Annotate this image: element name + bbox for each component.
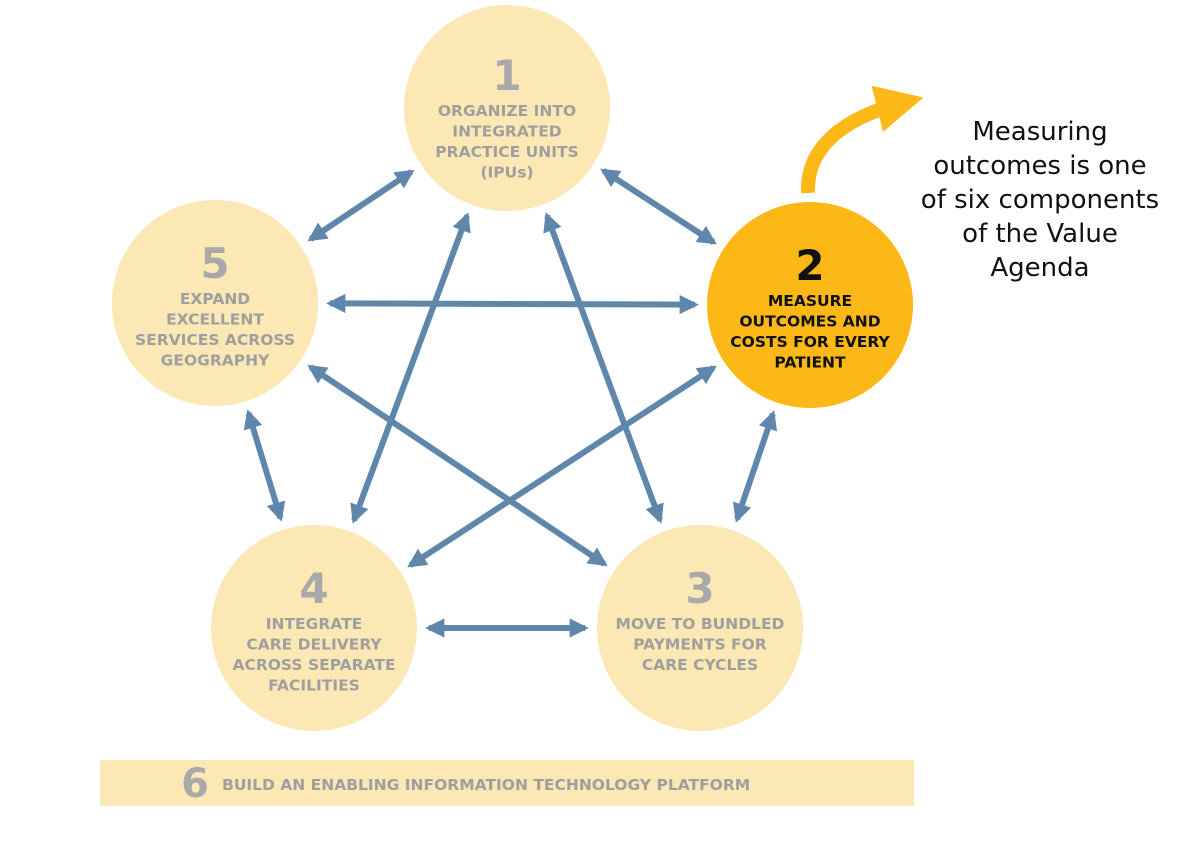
connector-arrow-4-5 [243, 409, 286, 522]
node-label-line: EXCELLENT [166, 311, 264, 329]
banner-text: BUILD AN ENABLING INFORMATION TECHNOLOGY… [222, 776, 750, 794]
connector-arrow-3-5 [307, 364, 608, 567]
it-platform-banner [100, 760, 914, 806]
node-label-line: FACILITIES [268, 677, 360, 695]
node-label-line: ORGANIZE INTO [438, 102, 576, 120]
callout-line: of the Value [962, 219, 1118, 249]
callout-line: Agenda [990, 253, 1089, 283]
node-circle [108, 196, 322, 410]
node-label-line: PAYMENTS FOR [633, 636, 767, 654]
node-label-line: INTEGRATED [452, 123, 562, 141]
node-number: 4 [299, 564, 328, 613]
node-circle [703, 198, 917, 412]
node-label-line: EXPAND [180, 290, 250, 308]
node-label-line: (IPUs) [480, 164, 533, 182]
node-number: 1 [492, 51, 521, 100]
node-label-line: SERVICES ACROSS [135, 331, 295, 349]
node-label-line: OUTCOMES AND [739, 313, 880, 331]
node-label-line: GEOGRAPHY [161, 352, 270, 370]
node-number: 3 [685, 564, 714, 613]
callout-line: of six components [921, 185, 1159, 215]
callout-arrow [800, 85, 924, 194]
node-number: 5 [200, 239, 229, 288]
node-label-line: COSTS FOR EVERY [730, 333, 890, 351]
connector-arrow-1-5 [307, 169, 415, 242]
node-label-line: CARE DELIVERY [246, 636, 382, 654]
banner-number: 6 [181, 761, 209, 807]
node-label-line: INTEGRATE [266, 615, 363, 633]
node-label-line: PATIENT [774, 354, 846, 372]
node-circle [400, 1, 614, 215]
connector-arrow-1-4 [350, 212, 471, 524]
node-label-line: ACROSS SEPARATE [232, 656, 395, 674]
node-label-line: MOVE TO BUNDLED [616, 615, 785, 633]
connector-arrow-2-3 [732, 410, 778, 523]
node-label-line: CARE CYCLES [642, 656, 758, 674]
node-label-line: MEASURE [768, 292, 852, 310]
node-number: 2 [795, 241, 824, 290]
connector-arrow-1-2 [600, 168, 717, 245]
callout-line: Measuring [972, 117, 1107, 147]
connector-arrow-2-5 [326, 293, 699, 315]
node-label-line: PRACTICE UNITS [435, 143, 578, 161]
connector-arrow-1-3 [543, 212, 664, 524]
callout-text: Measuring outcomes is one of six component… [921, 117, 1159, 283]
callout-line: outcomes is one [933, 151, 1146, 181]
